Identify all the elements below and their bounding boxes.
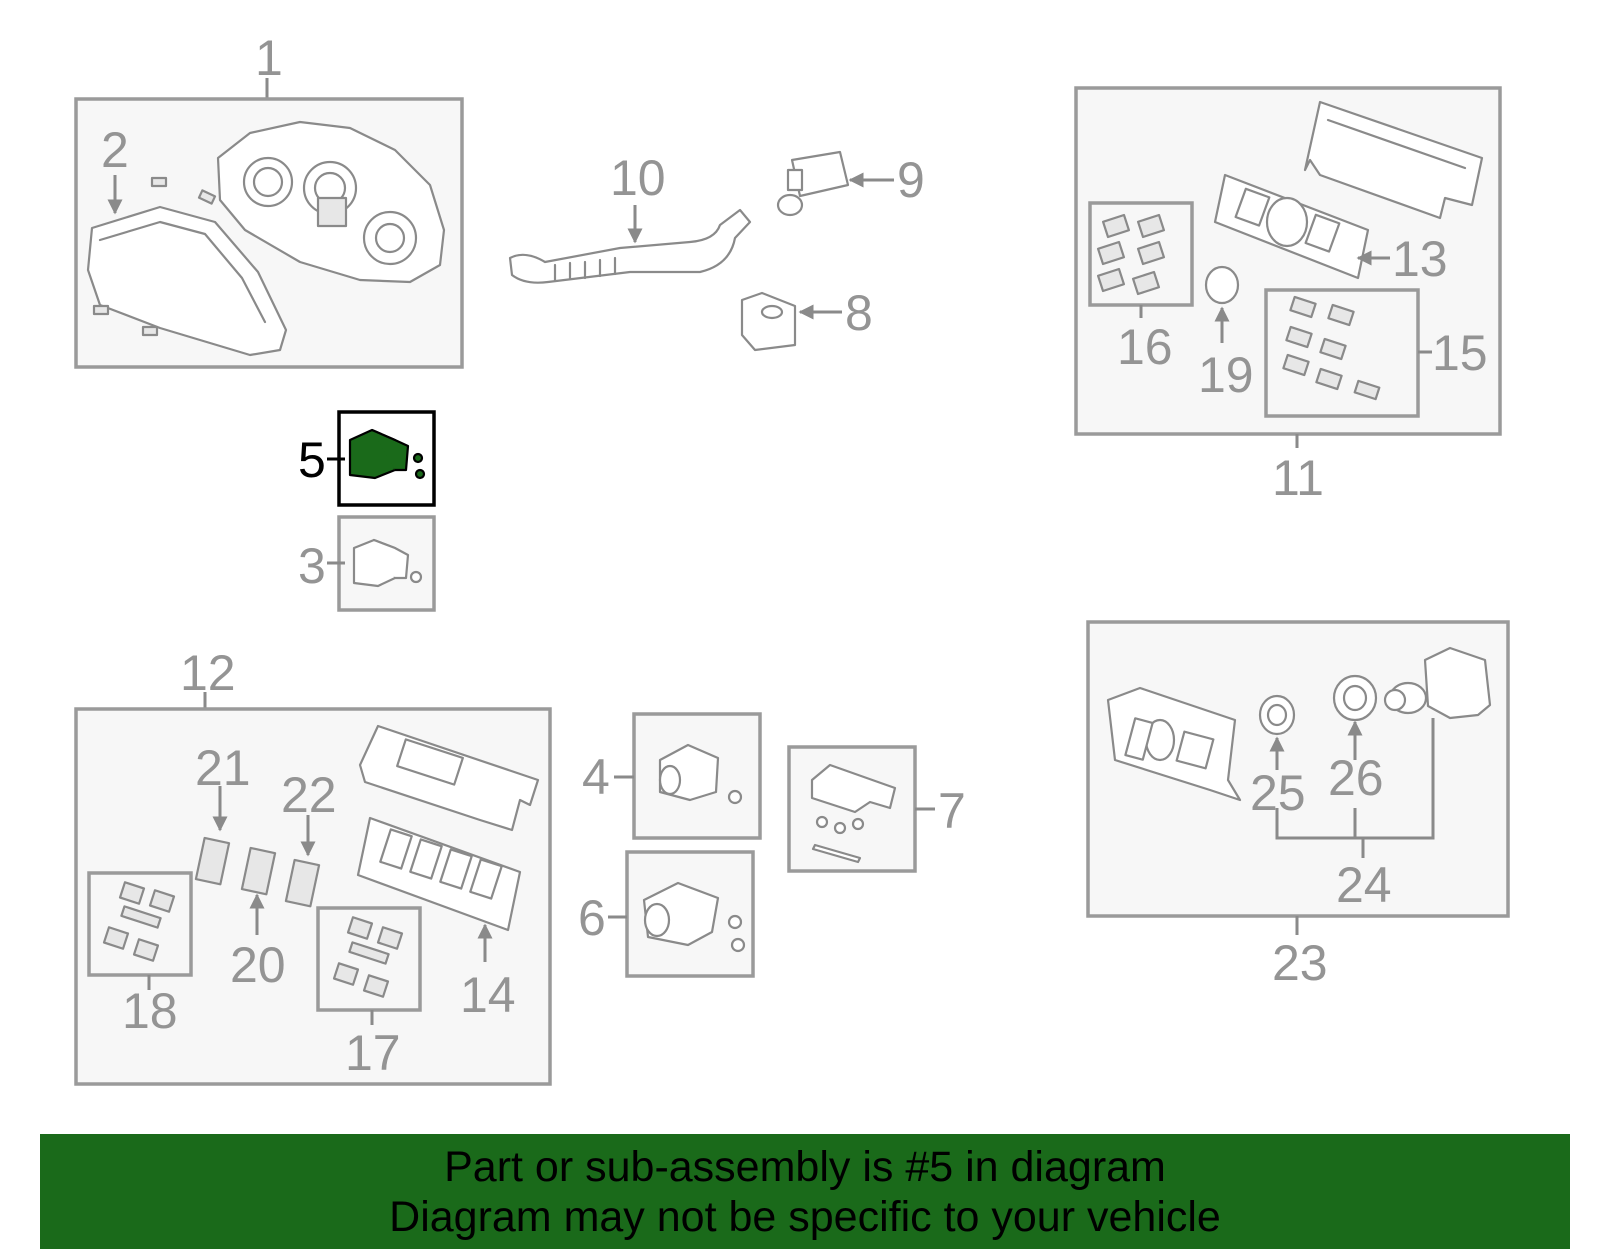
callout-10: 10	[610, 150, 666, 206]
switch-set-15-part	[1282, 295, 1381, 401]
callout-11: 11	[1272, 450, 1324, 506]
group-part-3[interactable]	[327, 515, 436, 612]
group-part-6[interactable]	[608, 850, 755, 978]
group-part-4[interactable]	[614, 712, 762, 840]
button-21-part	[194, 836, 231, 886]
callout-6: 6	[578, 890, 606, 946]
callout-24: 24	[1336, 857, 1392, 913]
button-20-part	[240, 846, 277, 896]
group-12-switch-panel[interactable]	[74, 692, 552, 1086]
callout-5: 5	[298, 432, 326, 488]
knob-part	[1204, 265, 1240, 305]
callout-20: 20	[230, 937, 286, 993]
callout-22: 22	[281, 767, 337, 823]
callout-8: 8	[845, 285, 873, 341]
callout-23: 23	[1272, 935, 1328, 991]
callout-16: 16	[1117, 319, 1173, 375]
button-22-part	[284, 858, 321, 908]
callout-15: 15	[1432, 325, 1488, 381]
callout-7: 7	[938, 783, 966, 839]
banner-line-1: Part or sub-assembly is #5 in diagram	[444, 1143, 1166, 1191]
callout-18: 18	[122, 983, 178, 1039]
group-23-climate-control[interactable]	[1086, 620, 1510, 935]
group-part-5-selected[interactable]	[327, 410, 436, 507]
callout-13: 13	[1392, 231, 1448, 287]
group-instrument-cluster[interactable]	[74, 78, 464, 369]
aspirator-hose-part	[508, 208, 752, 284]
callout-17: 17	[345, 1025, 401, 1081]
info-banner: Part or sub-assembly is #5 in diagram Di…	[40, 1134, 1570, 1249]
panel-housing-part	[1303, 100, 1484, 220]
group-11-switch-panel[interactable]	[1074, 86, 1502, 448]
callout-1: 1	[255, 30, 283, 86]
sensor-bracket-part	[740, 291, 797, 352]
callout-2: 2	[101, 122, 129, 178]
callout-12: 12	[180, 645, 236, 701]
switch-set-18-part	[102, 881, 176, 962]
callout-4: 4	[582, 749, 610, 805]
callout-3: 3	[298, 538, 326, 594]
group-hose-sensor[interactable]	[508, 150, 894, 352]
switch-set-16-part	[1096, 213, 1166, 296]
group-part-7[interactable]	[787, 745, 935, 873]
banner-line-2: Diagram may not be specific to your vehi…	[389, 1193, 1221, 1241]
callout-26: 26	[1328, 750, 1384, 806]
switch-set-17-part	[332, 916, 404, 998]
control-unit-part	[1423, 646, 1492, 720]
callout-25: 25	[1250, 765, 1306, 821]
callout-9: 9	[897, 152, 925, 208]
callout-19: 19	[1198, 347, 1254, 403]
callout-21: 21	[195, 740, 251, 796]
switch-part-7	[810, 763, 897, 814]
callout-14: 14	[460, 967, 516, 1023]
